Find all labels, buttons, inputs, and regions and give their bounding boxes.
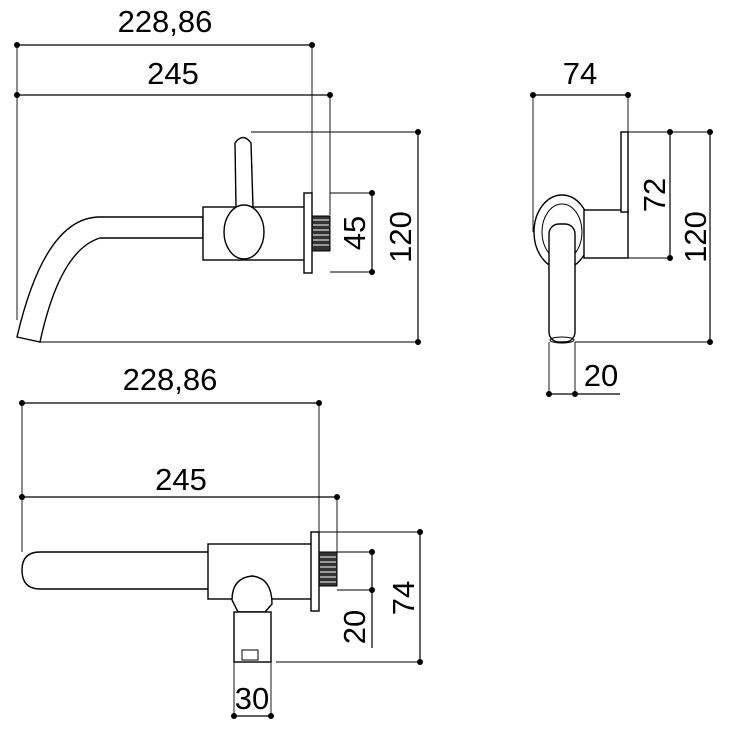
top-lever [231,575,273,613]
side-dim-120: 120 [678,211,713,263]
front-dim-120: 120 [383,211,418,263]
top-dim-20: 20 [337,610,372,644]
front-dim-245: 245 [147,56,199,91]
top-spout [21,551,210,590]
side-lever [620,131,629,213]
side-dim-74: 74 [563,56,597,91]
side-view: 74 72 120 20 [530,56,713,397]
front-lever-base [223,204,265,260]
front-flange [303,192,313,274]
side-dim-20: 20 [584,358,618,393]
front-lever [234,136,254,208]
front-dim-228: 228,86 [118,4,213,39]
top-flange [310,531,320,612]
front-view: 228,86 245 120 45 [14,4,421,345]
side-spout [548,223,576,343]
top-dim-245: 245 [155,462,207,497]
top-lever-handle [233,611,272,663]
front-spout [16,216,204,343]
side-body [583,209,629,259]
side-dim-72: 72 [637,178,672,212]
top-dim-74: 74 [386,581,421,615]
top-dim-30: 30 [235,681,269,716]
top-dim-228: 228,86 [123,362,218,397]
front-thread [311,215,331,252]
front-dim-45: 45 [337,216,372,250]
top-view: 228,86 245 74 20 30 [19,362,423,719]
